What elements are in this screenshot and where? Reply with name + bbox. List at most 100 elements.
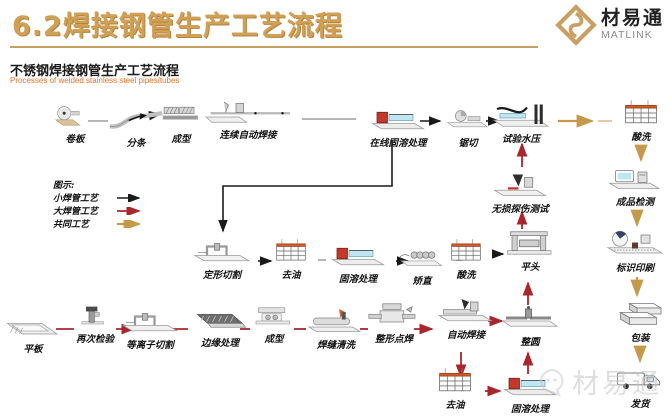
chat-bubble-icon	[540, 368, 564, 397]
node-coil-plate: 卷板	[51, 100, 99, 145]
node-label: 锯切	[458, 138, 478, 149]
test-bench-icon	[485, 100, 557, 130]
tank-icon	[613, 98, 669, 128]
tank-icon	[440, 236, 492, 266]
node-label: 连续自动焊接	[219, 130, 277, 141]
node-label: 无损探伤测试	[491, 204, 549, 215]
node-slitting: 分条	[107, 104, 165, 149]
logo-text: 材易通	[600, 8, 664, 30]
node-sawing: 锯切	[444, 104, 492, 149]
subtitle-en: Processes of welded stainless steel pipe…	[10, 76, 180, 85]
black-arrow-icon	[117, 193, 141, 202]
gantry-cutter-icon	[118, 306, 182, 336]
node-label: 卷板	[65, 134, 85, 145]
node-label: 去油	[445, 400, 465, 411]
node-label: 固溶处理	[338, 274, 377, 285]
solution-machine-icon	[322, 240, 394, 270]
node-label: 整圆	[520, 337, 540, 348]
node-auto-welding: 自动焊接	[434, 296, 498, 341]
node-label: 发货	[630, 399, 650, 410]
node-label: 平头	[520, 262, 540, 273]
node-label: 定形切割	[202, 270, 241, 281]
tank-icon	[427, 366, 483, 396]
legend-label: 小焊管工艺	[53, 194, 99, 204]
gantry-cutter-icon	[188, 236, 256, 266]
node-shaping-spot-welding: 整形点焊	[366, 300, 422, 345]
tank-icon	[265, 236, 317, 266]
spot-weld-icon	[366, 300, 422, 330]
node-pickling-common: 酸洗	[613, 98, 669, 143]
node-label: 矫直	[412, 276, 432, 287]
cleaner-icon	[300, 306, 372, 336]
node-continuous-auto-welding: 连续自动焊接	[188, 96, 308, 141]
rounder-icon	[496, 303, 564, 333]
node-label: 成品检测	[615, 197, 654, 208]
node-shipping: 发货	[612, 365, 668, 410]
legend-title: 图示:	[53, 181, 75, 191]
press-icon	[500, 228, 560, 258]
subtitle-zh: 不锈钢焊接钢管生产工艺流程	[10, 63, 180, 78]
boxes-icon	[610, 299, 670, 329]
edge-plate-icon	[188, 304, 252, 334]
plate-icon	[3, 310, 63, 340]
node-solution-treatment-2: 固溶处理	[490, 370, 570, 415]
legend-item-small-pipe: 小焊管工艺	[53, 191, 145, 204]
weld-station-icon	[434, 296, 498, 326]
node-online-solution-treatment: 在线固溶处理	[356, 104, 440, 149]
node-label: 自动焊接	[446, 330, 485, 341]
inspection-scope-icon	[71, 300, 119, 330]
printer-icon	[600, 229, 670, 259]
node-forming-1: 成型	[155, 100, 207, 145]
node-forming-2: 成型	[250, 300, 298, 345]
brand-logo: 材易通 MATLINK	[555, 4, 664, 46]
matlink-diamond-icon	[555, 4, 597, 46]
legend-label: 大焊管工艺	[53, 207, 99, 217]
node-product-inspection: 成品检测	[600, 163, 670, 208]
node-edge-treatment: 边缘处理	[188, 304, 252, 349]
former-icon	[250, 300, 298, 330]
page-title: 6.2焊接钢管生产工艺流程	[12, 11, 343, 42]
node-label: 平板	[23, 344, 43, 355]
node-packaging: 包装	[610, 299, 670, 344]
node-plasma-cutting: 等离子切割	[118, 306, 182, 351]
legend: 图示: 小焊管工艺 大焊管工艺 共同工艺	[53, 178, 145, 230]
node-marking-printing: 标识印刷	[600, 229, 670, 274]
gold-arrow-icon	[117, 219, 142, 228]
node-reinspection: 再次检验	[71, 300, 119, 345]
title-underline	[10, 46, 538, 48]
node-label: 在线固溶处理	[369, 138, 427, 149]
node-solution-treatment-1: 固溶处理	[322, 240, 394, 285]
node-label: 酸洗	[456, 270, 476, 281]
node-straightening: 矫直	[396, 242, 448, 287]
node-label: 整形点焊	[374, 334, 413, 345]
ndt-machine-icon	[480, 170, 560, 200]
node-ndt-test: 无损探伤测试	[480, 170, 560, 215]
node-label: 等离子切割	[126, 340, 174, 351]
logo-subtext: MATLINK	[600, 29, 653, 42]
node-weld-seam-cleaning: 焊缝清洗	[300, 306, 372, 351]
node-label: 试验水压	[501, 134, 540, 145]
red-arrow-icon	[117, 206, 141, 215]
node-label: 焊缝清洗	[316, 340, 355, 351]
node-label: 成型	[171, 134, 191, 145]
node-pickling-2: 酸洗	[440, 236, 492, 281]
node-label: 再次检验	[75, 334, 114, 345]
coil-icon	[51, 100, 99, 130]
node-degreasing-2: 去油	[427, 366, 483, 411]
node-degreasing-1: 去油	[265, 236, 317, 281]
legend-item-common: 共同工艺	[53, 217, 145, 230]
legend-item-large-pipe: 大焊管工艺	[53, 204, 145, 217]
node-label: 包装	[630, 333, 650, 344]
node-hydro-test: 试验水压	[485, 100, 557, 145]
node-label: 去油	[281, 270, 301, 281]
watermark: 材易通	[538, 362, 662, 401]
node-flat-plate: 平板	[3, 310, 63, 355]
solution-machine-icon	[356, 104, 440, 134]
node-label: 酸洗	[631, 132, 651, 143]
node-label: 标识印刷	[615, 263, 654, 274]
welding-line-icon	[188, 96, 308, 126]
node-end-facing: 平头	[500, 228, 560, 273]
node-label: 固溶处理	[510, 404, 549, 415]
node-fixed-length-cutting: 定形切割	[188, 236, 256, 281]
